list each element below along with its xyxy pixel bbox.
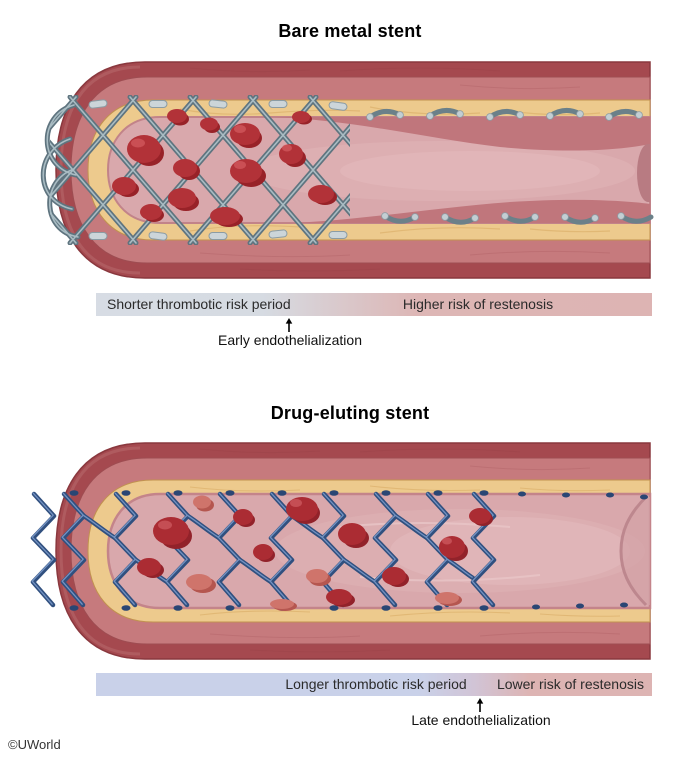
risk-bar-left-label: Shorter thrombotic risk period	[107, 296, 291, 312]
risk-bar-right-label: Lower risk of restenosis	[496, 676, 644, 692]
early-endothelialization-label: Early endothelialization	[218, 332, 362, 348]
thrombus-clusters	[137, 495, 493, 611]
up-arrow-icon	[285, 318, 293, 332]
drug-eluting-risk-bar: Longer thrombotic risk period Lower risk…	[96, 673, 652, 696]
lumen-opening	[637, 144, 650, 202]
bare-metal-risk-bar: Shorter thrombotic risk period Higher ri…	[96, 293, 652, 316]
drug-eluting-section-title: Drug-eluting stent	[270, 403, 430, 423]
bare-metal-artery-illustration	[40, 61, 654, 279]
drug-eluting-artery-illustration	[40, 442, 652, 660]
restenosis-tissue-top	[275, 117, 650, 151]
late-endothelialization-label: Late endothelialization	[411, 712, 551, 728]
thrombus-clusters	[112, 109, 337, 227]
copyright-text: ©UWorld	[8, 737, 61, 752]
bare-metal-section-title: Bare metal stent	[278, 21, 422, 41]
up-arrow-icon	[476, 698, 484, 712]
risk-bar-left-label: Longer thrombotic risk period	[285, 676, 467, 692]
risk-bar-right-label: Higher risk of restenosis	[402, 296, 554, 312]
stent-strut-caps	[88, 99, 348, 241]
